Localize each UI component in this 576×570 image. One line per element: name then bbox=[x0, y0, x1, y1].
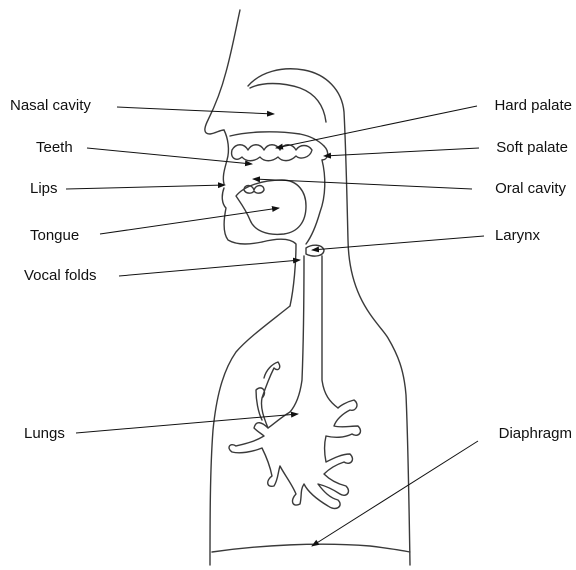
arrow-larynx bbox=[312, 236, 484, 250]
upper-teeth bbox=[232, 145, 312, 161]
nasal-passage-roof bbox=[250, 84, 326, 123]
leader-arrows bbox=[66, 106, 484, 546]
label-tongue: Tongue bbox=[30, 227, 79, 244]
label-larynx: Larynx bbox=[495, 227, 541, 244]
chest-front bbox=[210, 306, 290, 565]
bronchial-tree bbox=[229, 400, 360, 508]
trachea-right bbox=[322, 256, 338, 408]
soft-palate bbox=[322, 146, 328, 160]
arrow-oral-cavity bbox=[253, 179, 472, 189]
arrow-hard-palate bbox=[276, 106, 477, 148]
head-and-torso-sketch bbox=[205, 10, 410, 565]
arrow-tongue bbox=[100, 208, 279, 234]
label-oral-cavity: Oral cavity bbox=[495, 180, 566, 197]
face-profile-line bbox=[205, 10, 240, 134]
label-hard-palate: Hard palate bbox=[494, 97, 572, 114]
lower-lip-chin bbox=[222, 188, 262, 244]
larynx bbox=[306, 245, 324, 256]
arrow-vocal-folds bbox=[119, 260, 300, 276]
arrow-lungs bbox=[76, 414, 298, 433]
neck-front bbox=[262, 239, 296, 306]
label-soft-palate: Soft palate bbox=[496, 139, 568, 156]
diaphragm bbox=[212, 544, 410, 552]
back-of-head bbox=[248, 69, 410, 565]
arrow-soft-palate bbox=[324, 148, 479, 156]
arrow-nasal-cavity bbox=[117, 107, 274, 114]
hard-palate bbox=[230, 132, 324, 146]
upper-lung-branch bbox=[256, 362, 280, 428]
label-diaphragm: Diaphragm bbox=[499, 425, 572, 442]
arrow-lips bbox=[66, 185, 225, 189]
label-teeth: Teeth bbox=[36, 139, 73, 156]
upper-lip bbox=[223, 130, 228, 184]
tongue bbox=[236, 180, 306, 234]
trachea-left bbox=[290, 256, 304, 412]
oral-cavity-wall bbox=[306, 160, 325, 244]
label-lungs: Lungs bbox=[24, 425, 65, 442]
label-nasal-cavity: Nasal cavity bbox=[10, 97, 91, 114]
label-lips: Lips bbox=[30, 180, 58, 197]
label-vocal-folds: Vocal folds bbox=[24, 267, 97, 284]
